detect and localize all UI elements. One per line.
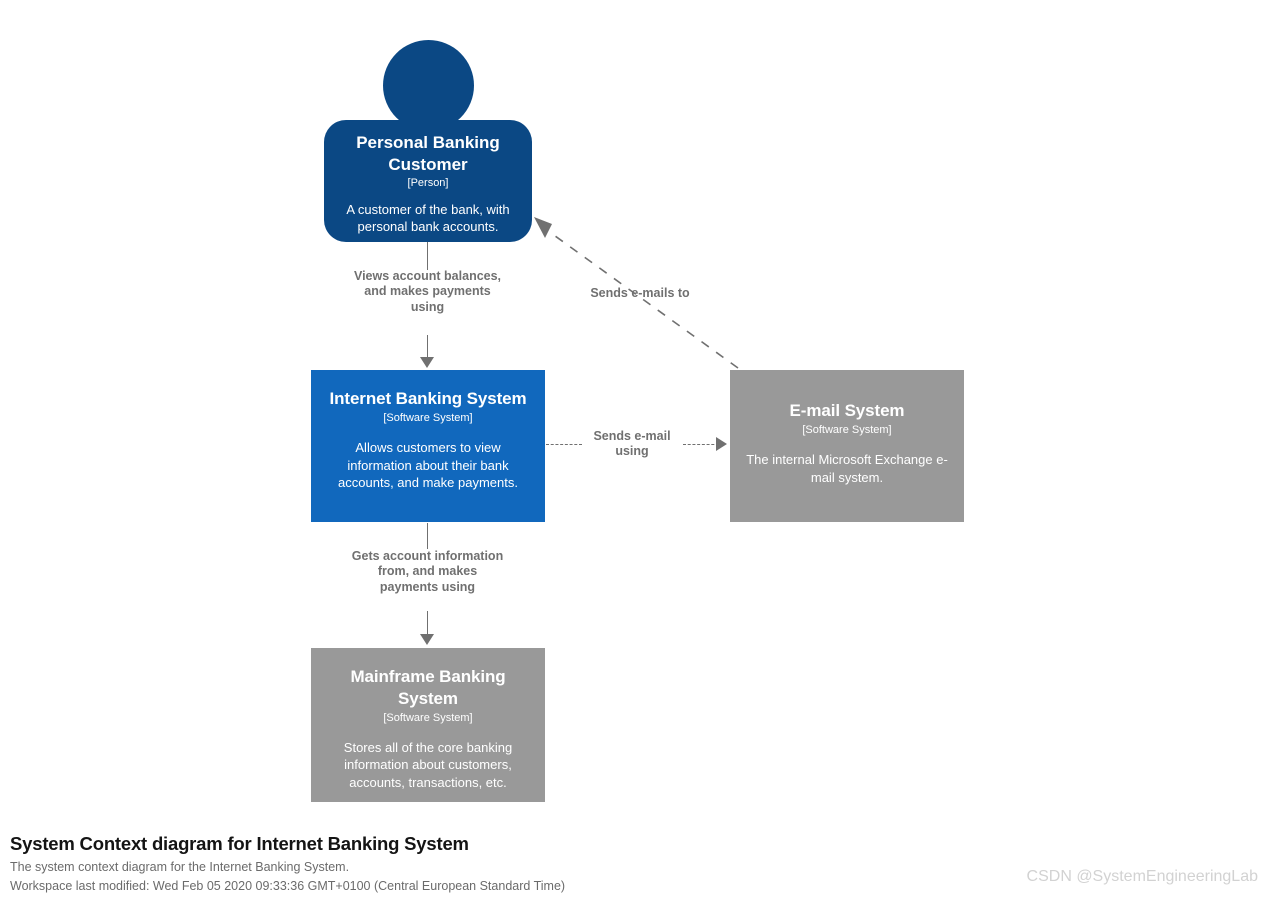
node-title: E-mail System — [789, 401, 905, 420]
workspace-last-modified: Workspace last modified: Wed Feb 05 2020… — [10, 879, 566, 893]
node-personal-banking-customer[interactable]: Personal Banking Customer [Person] A cus… — [324, 40, 532, 242]
node-description: The internal Microsoft Exchange e-mail s… — [746, 452, 948, 485]
node-type-label: [Software System] — [383, 411, 473, 424]
node-type-label: [Software System] — [383, 711, 473, 724]
node-description: Stores all of the core banking informati… — [343, 739, 513, 790]
watermark: CSDN @SystemEngineeringLab — [1026, 868, 1258, 885]
edge-label-email-to-customer: Sends e-mails to — [590, 286, 690, 300]
node-title: Mainframe Banking System — [350, 667, 506, 708]
person-head-icon — [383, 40, 474, 131]
edge-internet-banking-to-email-arrowhead — [716, 437, 727, 451]
edge-internet-banking-to-mainframe-line-top — [427, 523, 428, 549]
edge-internet-banking-to-email-line-left — [546, 444, 582, 445]
diagram-title: System Context diagram for Internet Bank… — [10, 833, 469, 854]
edge-internet-banking-to-mainframe-line-bottom — [427, 611, 428, 636]
footer: System Context diagram for Internet Bank… — [10, 833, 565, 896]
edge-email-to-customer-arrowhead — [534, 217, 552, 238]
node-title: Personal Banking Customer — [356, 133, 500, 174]
edge-customer-to-internet-banking-line-bottom — [427, 335, 428, 359]
node-description: Allows customers to view information abo… — [338, 440, 518, 491]
node-type-label: [Software System] — [802, 423, 892, 436]
edge-label-customer-to-internet-banking: Views account balances, and makes paymen… — [353, 269, 502, 314]
diagram-description: The system context diagram for the Inter… — [10, 860, 350, 874]
node-title: Internet Banking System — [329, 389, 527, 408]
person-body: Personal Banking Customer [Person] A cus… — [324, 120, 532, 242]
edge-internet-banking-to-mainframe-arrowhead — [420, 634, 434, 645]
edge-customer-to-internet-banking-arrowhead — [420, 357, 434, 368]
edge-internet-banking-to-email-line-right — [683, 444, 719, 445]
edge-label-internet-banking-to-mainframe: Gets account information from, and makes… — [351, 549, 504, 594]
edge-customer-to-internet-banking-line-top — [427, 242, 428, 270]
node-email-system[interactable]: E-mail System [Software System] The inte… — [730, 370, 964, 522]
node-type-label: [Person] — [407, 176, 449, 189]
node-internet-banking-system[interactable]: Internet Banking System [Software System… — [311, 370, 545, 522]
node-description: A customer of the bank, with personal ba… — [346, 201, 510, 235]
edge-label-internet-banking-to-email: Sends e-mail using — [593, 429, 671, 459]
node-mainframe-banking-system[interactable]: Mainframe Banking System [Software Syste… — [311, 648, 545, 802]
